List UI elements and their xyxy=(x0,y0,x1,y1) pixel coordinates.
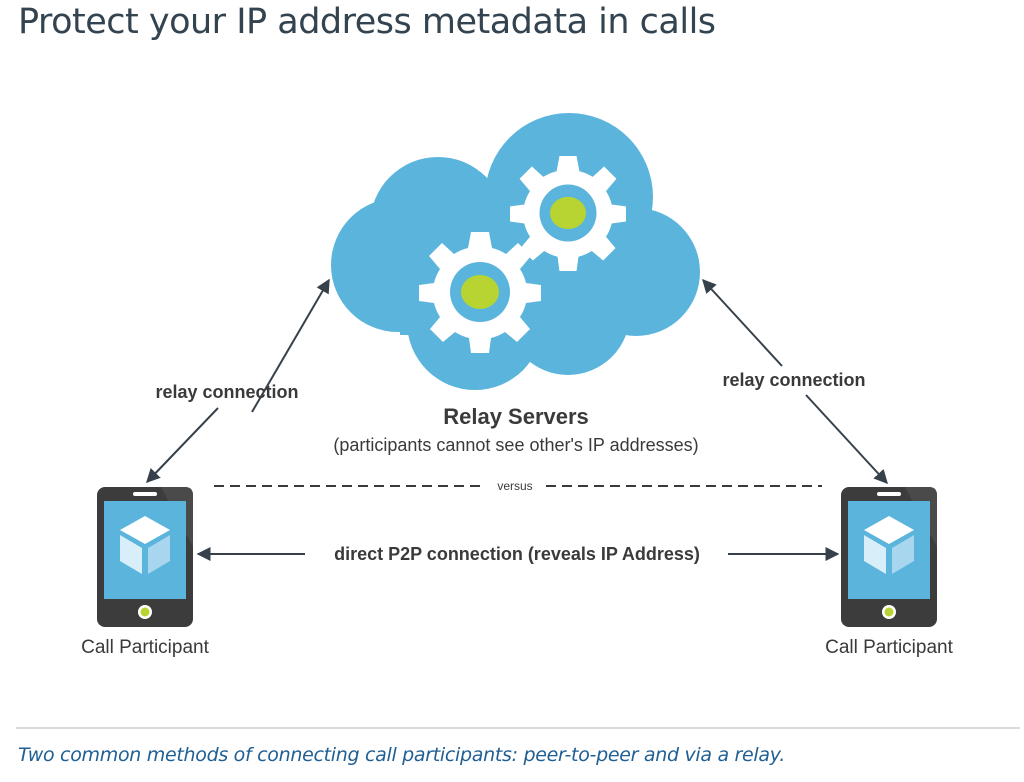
relay-servers-subtitle: (participants cannot see other's IP addr… xyxy=(333,435,698,455)
direct-p2p-label: direct P2P connection (reveals IP Addres… xyxy=(334,544,700,564)
gear-icon xyxy=(419,232,541,353)
figure-caption: Two common methods of connecting call pa… xyxy=(18,744,785,766)
relay-connection-label-left: relay connection xyxy=(155,382,298,402)
relay-servers-title: Relay Servers xyxy=(443,404,589,429)
relay-arrow-left-upper xyxy=(251,278,330,413)
smartphone-icon xyxy=(97,487,193,627)
relay-connection-label-right: relay connection xyxy=(722,370,865,390)
participant-label-right: Call Participant xyxy=(825,637,953,658)
participant-label-left: Call Participant xyxy=(81,637,209,658)
relay-arrow-right-lower xyxy=(805,394,888,485)
relay-arrow-right-upper xyxy=(702,278,783,367)
relay-arrow-left-lower xyxy=(146,407,219,484)
caption-divider xyxy=(16,727,1020,729)
page-title: Protect your IP address metadata in call… xyxy=(18,2,716,42)
smartphone-icon xyxy=(841,487,937,627)
versus-label: versus xyxy=(497,479,532,493)
relay-servers-cloud-icon xyxy=(331,113,700,390)
